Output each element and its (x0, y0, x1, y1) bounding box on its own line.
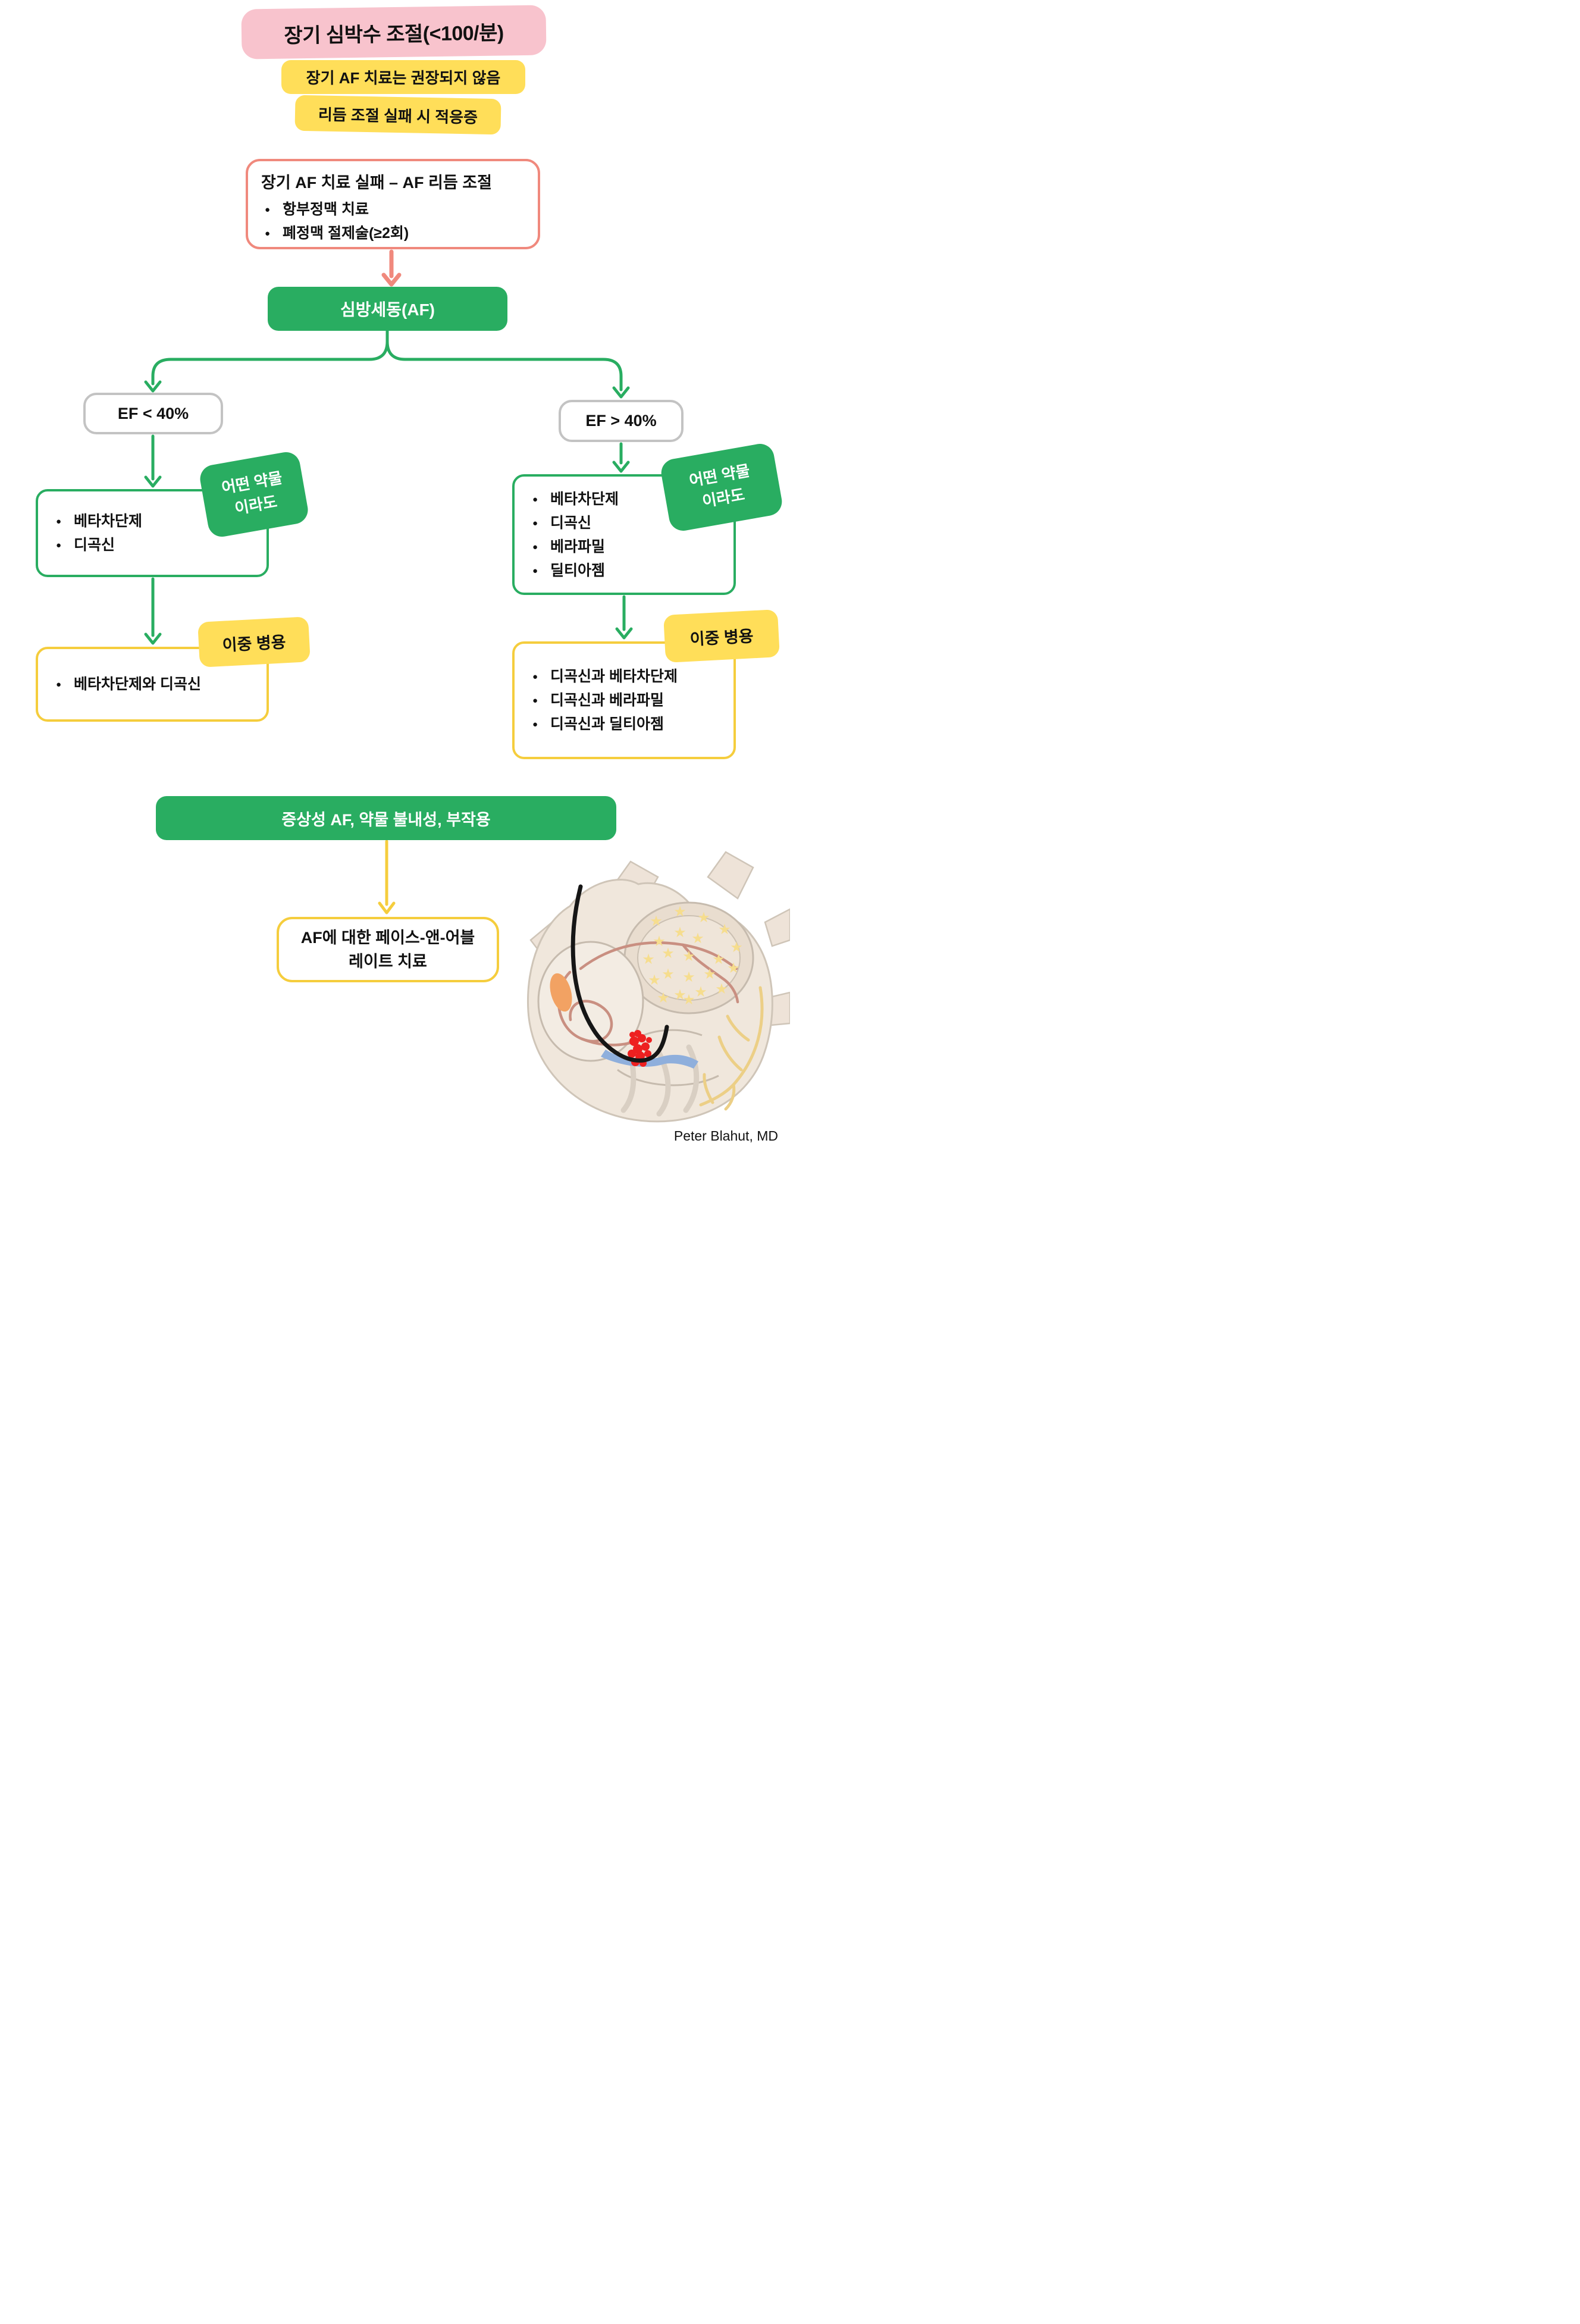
svg-text:★: ★ (673, 903, 686, 920)
page-title: 장기 심박수 조절(<100/분) (241, 5, 547, 59)
svg-text:★: ★ (662, 945, 675, 961)
list-item: 디곡신과 딜티아젬 (529, 712, 728, 736)
arrow-failure-to-af (381, 249, 402, 287)
dual-drug-list: 베타차단제와 디곡신 (52, 672, 261, 696)
subtitle-not-recommended: 장기 AF 치료는 권장되지 않음 (281, 60, 525, 94)
failure-box: 장기 AF 치료 실패 – AF 리듬 조절 항부정맥 치료 폐정맥 절제술(≥… (246, 159, 540, 249)
fibrillation-stars: ★★★ ★★★ ★★★ ★★★ ★★★ ★★★ ★★★ ★ (642, 903, 743, 1008)
svg-text:★: ★ (715, 981, 728, 997)
list-item: 베타차단제 (529, 487, 728, 511)
dual-drug-list: 디곡신과 베타차단제 디곡신과 베라파밀 디곡신과 딜티아젬 (529, 665, 728, 736)
drug-list: 베타차단제 디곡신 베라파밀 딜티아젬 (529, 487, 728, 582)
svg-text:★: ★ (673, 924, 686, 941)
left-atrium-inner (637, 915, 741, 1001)
heart-cross-section: ★★★ ★★★ ★★★ ★★★ ★★★ ★★★ ★★★ ★ (526, 851, 790, 1123)
list-item: 디곡신과 베타차단제 (529, 665, 728, 688)
list-item: 디곡신 (52, 533, 261, 557)
drug-list: 베타차단제 디곡신 (52, 509, 261, 557)
svg-text:★: ★ (653, 933, 666, 950)
svg-text:★: ★ (682, 991, 695, 1008)
purkinje-fibers (699, 986, 764, 1111)
svg-text:★: ★ (642, 951, 655, 967)
catheter (570, 884, 669, 1063)
svg-text:★: ★ (657, 989, 670, 1006)
list-item: 베타차단제 (52, 509, 261, 533)
svg-text:★: ★ (703, 966, 716, 982)
failure-box-title: 장기 AF 치료 실패 – AF 리듬 조절 (261, 174, 492, 192)
author-signature: Peter Blahut, MD (673, 1128, 778, 1144)
svg-text:★: ★ (682, 948, 695, 964)
svg-text:★: ★ (730, 939, 743, 956)
list-item: 디곡신과 베라파밀 (529, 688, 728, 712)
ef-below-40-node: EF < 40% (83, 393, 223, 434)
list-item: 디곡신 (529, 511, 728, 535)
svg-text:★: ★ (727, 960, 740, 976)
heart-illustration: ★★★ ★★★ ★★★ ★★★ ★★★ ★★★ ★★★ ★ (510, 850, 790, 1126)
flow-connectors (144, 249, 633, 914)
final-box-line: AF에 대한 페이스-앤-어블 (300, 928, 475, 947)
svg-text:★: ★ (650, 913, 663, 929)
af-node: 심방세동(AF) (268, 287, 507, 331)
svg-text:★: ★ (662, 966, 675, 982)
arrow-banner-to-final (378, 840, 396, 914)
sa-node (550, 973, 572, 1012)
list-item: 베타차단제와 디곡신 (52, 672, 261, 696)
svg-text:★: ★ (691, 930, 704, 947)
ef-above-40-node: EF > 40% (559, 400, 684, 442)
symptomatic-banner: 증상성 AF, 약물 불내성, 부작용 (156, 796, 616, 840)
svg-text:★: ★ (712, 951, 725, 967)
svg-text:★: ★ (697, 909, 710, 926)
final-box-line: 레이트 치료 (349, 953, 427, 970)
subtitle-indication: 리듬 조절 실패 시 적응증 (294, 95, 501, 135)
dual-therapy-badge-left: 이중 병용 (198, 616, 311, 668)
list-item: 폐정맥 절제술(≥2회) (261, 221, 525, 245)
drugs-box-ef-high: 베타차단제 디곡신 베라파밀 딜티아젬 (512, 474, 736, 595)
failure-box-list: 항부정맥 치료 폐정맥 절제술(≥2회) (261, 198, 525, 245)
svg-text:★: ★ (718, 921, 731, 938)
svg-text:★: ★ (673, 986, 686, 1003)
pace-and-ablate-box: AF에 대한 페이스-앤-어블 레이트 치료 (277, 917, 499, 982)
svg-text:★: ★ (682, 969, 695, 985)
branch-connector (144, 330, 633, 645)
svg-text:★: ★ (648, 972, 661, 988)
svg-text:★: ★ (694, 984, 707, 1000)
list-item: 딜티아젬 (529, 559, 728, 582)
flowchart-page: 장기 심박수 조절(<100/분) 장기 AF 치료는 권장되지 않음 리듬 조… (0, 0, 790, 1162)
list-item: 베라파밀 (529, 535, 728, 559)
list-item: 항부정맥 치료 (261, 198, 525, 221)
dual-therapy-badge-right: 이중 병용 (663, 609, 780, 663)
